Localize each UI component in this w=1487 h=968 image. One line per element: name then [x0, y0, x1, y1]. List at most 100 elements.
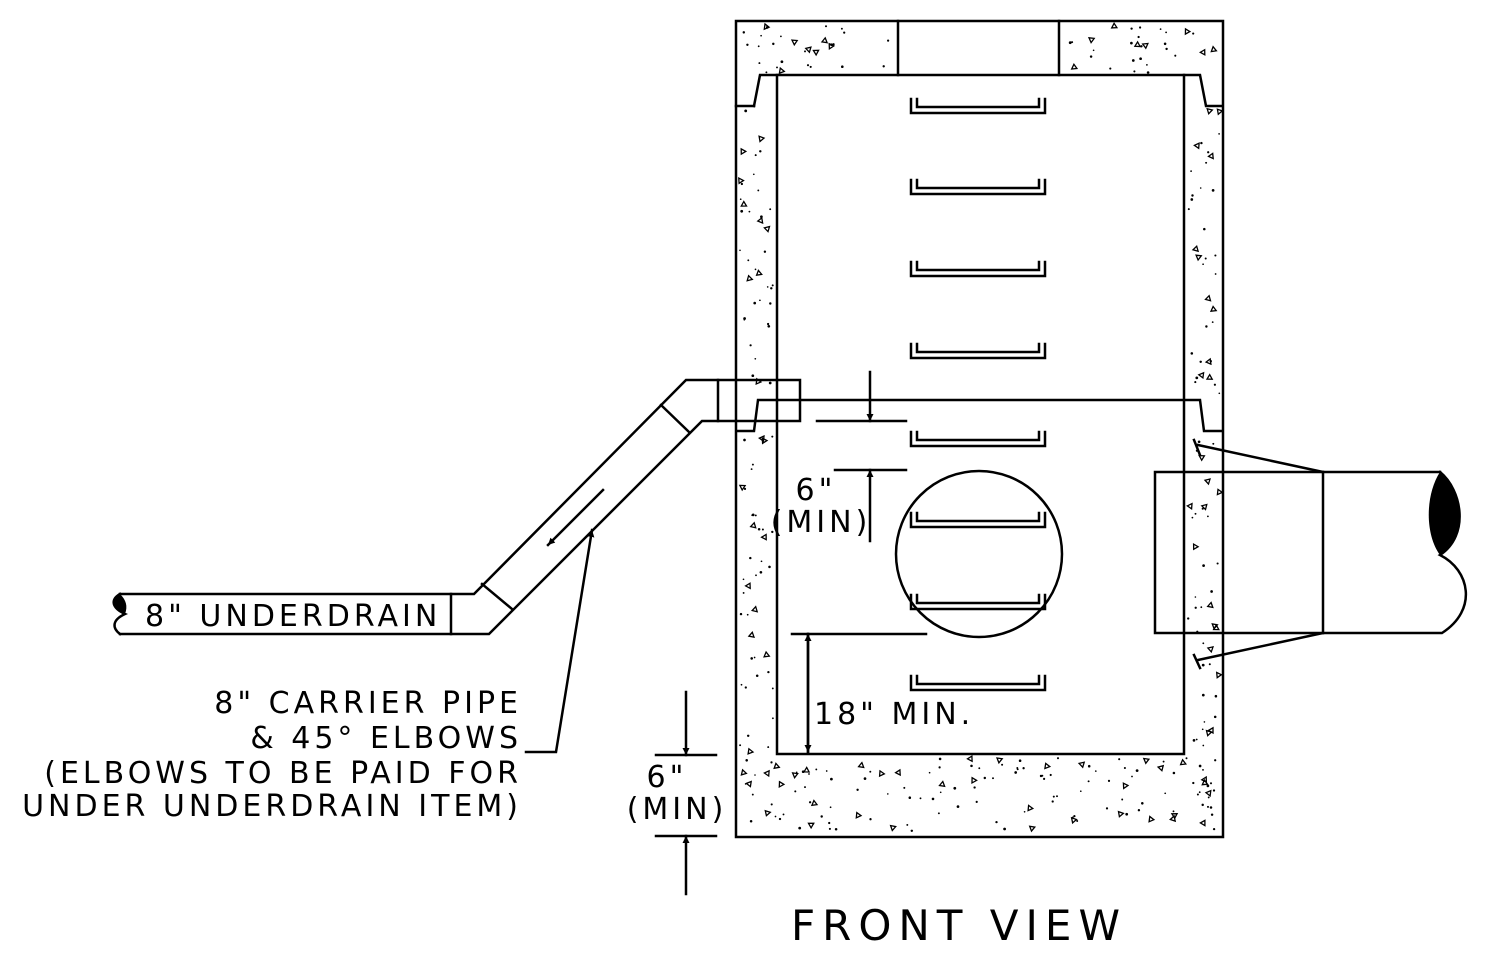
concrete-speck — [1163, 42, 1167, 46]
concrete-speck — [1201, 803, 1204, 807]
concrete-speck — [740, 683, 743, 686]
concrete-aggregate — [778, 66, 786, 75]
concrete-speck — [995, 820, 998, 824]
concrete-aggregate — [894, 768, 901, 777]
concrete-speck — [746, 734, 750, 738]
concrete-aggregate — [738, 484, 747, 492]
concrete-speck — [938, 757, 942, 761]
concrete-speck — [1213, 383, 1216, 386]
concrete-speck — [780, 35, 782, 38]
concrete-speck — [1137, 35, 1140, 39]
concrete-speck — [828, 827, 831, 830]
dim-bottom-value: 6" — [647, 760, 688, 795]
concrete-speck — [1201, 728, 1204, 731]
concrete-speck — [887, 39, 890, 42]
concrete-speck — [1218, 392, 1221, 395]
concrete-speck — [740, 209, 744, 213]
concrete-speck — [1164, 792, 1167, 795]
concrete-speck — [751, 793, 754, 796]
carrier-label-line2: & 45° ELBOWS — [250, 721, 522, 756]
concrete-speck — [1200, 606, 1203, 609]
concrete-speck — [882, 65, 885, 68]
concrete-speck — [903, 786, 906, 789]
concrete-aggregate — [1087, 37, 1096, 44]
concrete-aggregate — [1199, 819, 1206, 827]
concrete-aggregate — [857, 761, 865, 769]
concrete-speck — [906, 823, 909, 826]
concrete-speck — [1159, 28, 1162, 30]
concrete-speck — [1133, 70, 1136, 73]
concrete-speck — [794, 790, 797, 793]
concrete-speck — [830, 777, 833, 781]
concrete-speck — [1214, 254, 1217, 257]
concrete-speck — [742, 591, 745, 594]
concrete-speck — [804, 50, 806, 53]
concrete-speck — [755, 674, 759, 677]
concrete-aggregate — [763, 769, 770, 778]
concrete-aggregate — [791, 772, 799, 779]
concrete-speck — [759, 570, 763, 574]
concrete-speck — [1172, 771, 1176, 775]
concrete-speck — [748, 210, 751, 213]
concrete-speck — [808, 773, 810, 775]
concrete-speck — [1107, 779, 1111, 783]
concrete-speck — [744, 109, 748, 113]
concrete-aggregate — [1133, 40, 1142, 48]
concrete-speck — [1192, 739, 1196, 742]
concrete-aggregate — [1215, 671, 1223, 679]
concrete-speck — [770, 287, 773, 290]
concrete-speck — [1041, 774, 1044, 777]
concrete-speck — [798, 826, 802, 830]
concrete-aggregate — [828, 42, 836, 50]
concrete-speck — [751, 463, 754, 466]
concrete-aggregate — [807, 822, 815, 830]
concrete-aggregate — [820, 36, 829, 44]
concrete-speck — [815, 768, 818, 771]
concrete-speck — [825, 770, 828, 772]
concrete-speck — [1191, 194, 1194, 197]
concrete-aggregate — [790, 39, 799, 47]
concrete-aggregate — [1148, 815, 1156, 823]
concrete-speck — [863, 777, 867, 780]
concrete-speck — [1043, 777, 1046, 781]
ladder-rung — [909, 511, 1047, 529]
concrete-aggregate — [1204, 357, 1212, 366]
concrete-speck — [937, 812, 940, 815]
concrete-speck — [769, 208, 772, 211]
concrete-aggregate — [1210, 45, 1218, 53]
concrete-speck — [1202, 263, 1204, 266]
concrete-speck — [1216, 562, 1219, 565]
manhole-structure — [734, 19, 1225, 839]
ladder-rungs — [909, 97, 1047, 692]
concrete-speck — [1146, 64, 1148, 66]
concrete-speck — [1202, 642, 1205, 645]
concrete-speck — [1213, 715, 1217, 719]
concrete-speck — [774, 815, 777, 818]
concrete-speck — [1196, 793, 1199, 796]
concrete-speck — [763, 250, 767, 253]
concrete-speck — [751, 374, 755, 378]
concrete-speck — [809, 65, 812, 68]
concrete-aggregate — [1142, 757, 1151, 765]
concrete-speck — [1105, 807, 1109, 810]
concrete-aggregate — [1203, 478, 1211, 486]
concrete-aggregate — [773, 762, 781, 770]
concrete-aggregate — [763, 650, 771, 658]
concrete-speck — [1209, 782, 1213, 785]
concrete-speck — [1125, 812, 1129, 816]
concrete-aggregate — [1070, 816, 1078, 825]
concrete-speck — [739, 198, 742, 201]
concrete-aggregate — [878, 769, 886, 778]
concrete-aggregate — [1212, 623, 1220, 631]
concrete-speck — [1023, 810, 1026, 813]
concrete-speck — [1131, 775, 1133, 778]
concrete-aggregate — [1204, 789, 1212, 798]
concrete-speck — [1201, 663, 1205, 667]
concrete-speck — [1190, 352, 1194, 355]
concrete-speck — [760, 34, 762, 37]
concrete-speck — [928, 771, 931, 774]
concrete-speck — [1051, 800, 1054, 803]
concrete-aggregate — [740, 768, 748, 776]
concrete-speck — [754, 774, 756, 776]
concrete-aggregate — [966, 754, 973, 763]
